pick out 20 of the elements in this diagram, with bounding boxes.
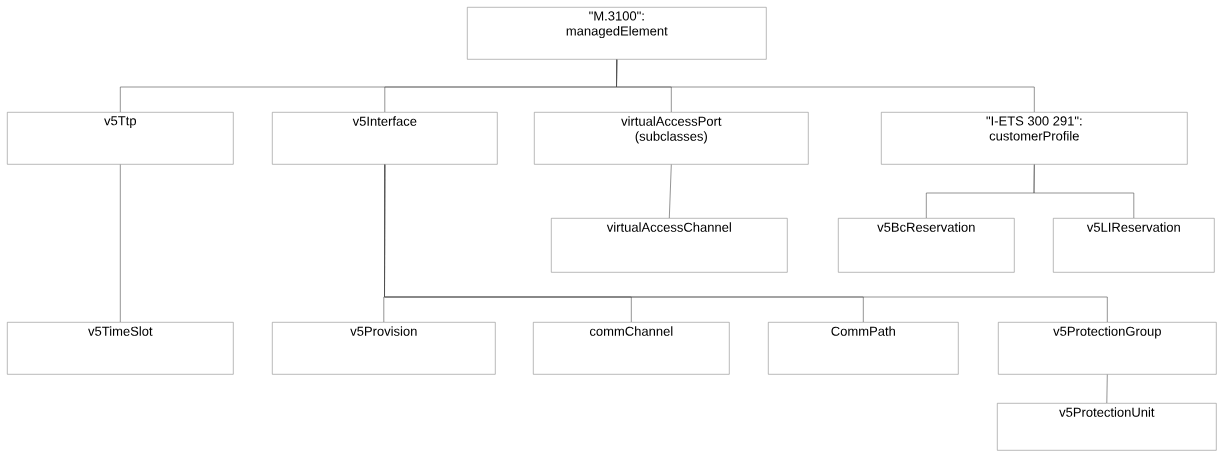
class-box: "M.3100": managedElement xyxy=(467,7,767,60)
connector-line xyxy=(1033,164,1135,219)
class-box: commChannel xyxy=(533,322,730,375)
class-box: v5LIReservation xyxy=(1053,218,1215,273)
connector-line xyxy=(1106,374,1108,404)
connector-line xyxy=(616,59,1035,113)
class-box: virtualAccessPort (subclasses) xyxy=(534,112,809,165)
class-box: v5TimeSlot xyxy=(7,322,234,375)
class-box: "I-ETS 300 291": customerProfile xyxy=(881,112,1188,165)
connector-line xyxy=(669,164,672,219)
class-box: v5BcReservation xyxy=(838,218,1015,273)
class-box: v5Interface xyxy=(272,112,498,165)
class-box: v5ProtectionGroup xyxy=(998,322,1217,375)
class-box: v5Ttp xyxy=(7,112,234,165)
class-box: v5ProtectionUnit xyxy=(997,403,1217,451)
class-box: CommPath xyxy=(768,322,959,375)
connector-line xyxy=(120,164,121,323)
class-box: v5Provision xyxy=(272,322,496,375)
class-box: virtualAccessChannel xyxy=(551,218,788,273)
connector-line xyxy=(384,164,1108,323)
